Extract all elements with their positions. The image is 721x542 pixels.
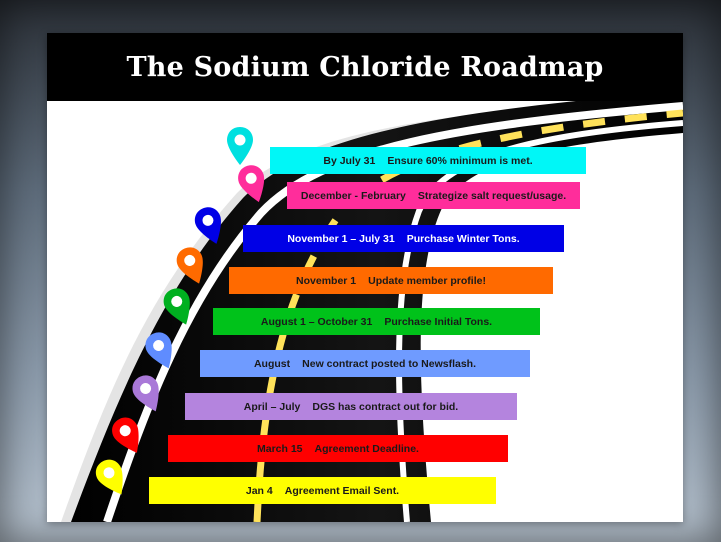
- roadmap-step-3: November 1 – July 31 Purchase Winter Ton…: [243, 225, 564, 252]
- step-date: November 1 – July 31: [287, 232, 395, 245]
- map-pin-icon: [227, 127, 253, 165]
- page-title: The Sodium Chloride Roadmap: [126, 51, 604, 83]
- roadmap-step-8: March 15 Agreement Deadline.: [168, 435, 508, 462]
- roadmap-step-1: By July 31 Ensure 60% minimum is met.: [270, 147, 586, 174]
- map-pin-icon: [176, 247, 203, 284]
- step-text: Strategize salt request/usage.: [417, 189, 567, 202]
- map-pin-icon: [95, 459, 123, 495]
- roadmap-step-2: December - February Strategize salt requ…: [287, 182, 580, 209]
- step-text: Purchase Initial Tons.: [384, 315, 493, 328]
- map-pin-icon: [132, 375, 159, 412]
- slide: The Sodium Chloride Roadmap By July 31 E…: [47, 33, 683, 522]
- map-pin-icon: [163, 288, 190, 325]
- step-date: November 1: [296, 274, 357, 287]
- step-text: Purchase Winter Tons.: [406, 232, 520, 245]
- step-date: Jan 4: [245, 484, 273, 497]
- map-pin-icon: [238, 165, 265, 203]
- step-text: DGS has contract out for bid.: [312, 400, 459, 413]
- step-text: New contract posted to Newsflash.: [302, 357, 477, 370]
- map-pin-icon: [145, 332, 172, 369]
- step-text: Update member profile!: [368, 274, 486, 287]
- step-text: Ensure 60% minimum is met.: [387, 154, 533, 167]
- step-date: By July 31: [323, 154, 376, 167]
- step-date: August: [253, 357, 291, 370]
- step-date: December - February: [300, 189, 406, 202]
- step-text: Agreement Deadline.: [314, 442, 419, 455]
- map-pin-icon: [194, 207, 221, 244]
- roadmap-step-4: November 1 Update member profile!: [229, 267, 553, 294]
- title-bar: The Sodium Chloride Roadmap: [47, 33, 683, 101]
- step-date: April – July: [243, 400, 301, 413]
- map-pin-icon: [112, 417, 139, 453]
- step-date: August 1 – October 31: [260, 315, 373, 328]
- roadmap-step-9: Jan 4 Agreement Email Sent.: [149, 477, 496, 504]
- step-text: Agreement Email Sent.: [284, 484, 400, 497]
- roadmap-step-6: August New contract posted to Newsflash.: [200, 350, 530, 377]
- roadmap-step-5: August 1 – October 31 Purchase Initial T…: [213, 308, 540, 335]
- roadmap-step-7: April – July DGS has contract out for bi…: [185, 393, 517, 420]
- step-date: March 15: [257, 442, 303, 455]
